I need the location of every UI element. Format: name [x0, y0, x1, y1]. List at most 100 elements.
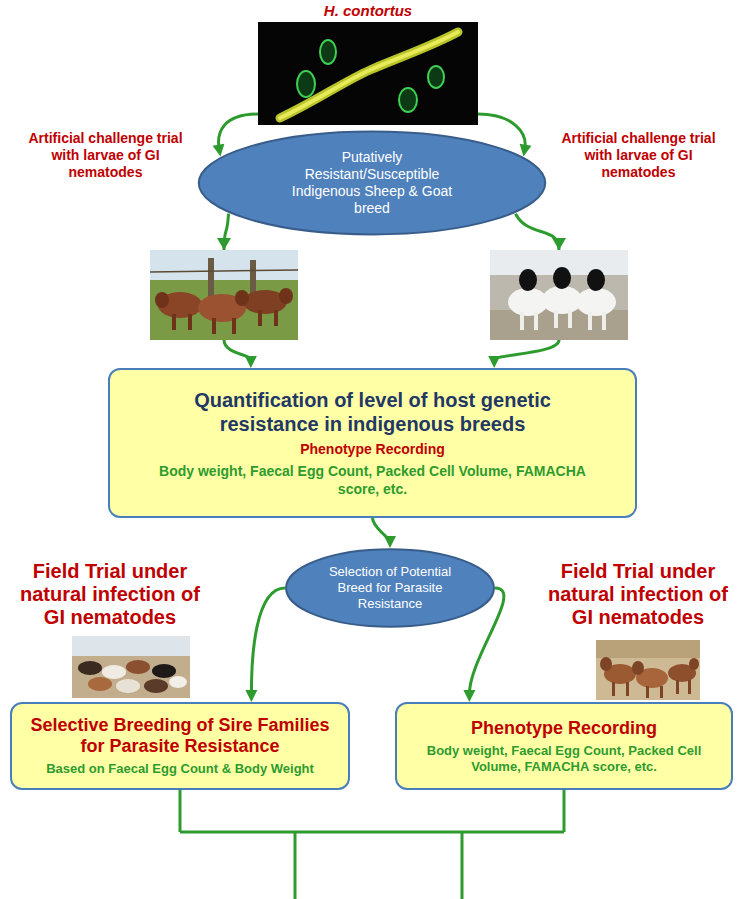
worm-photo — [320, 40, 336, 64]
arrow-head — [217, 238, 231, 250]
node-text: H. contortus — [258, 2, 478, 20]
arrow-head — [384, 536, 396, 548]
annotation-label: Field Trial under natural infection of G… — [8, 560, 212, 629]
merge-line — [294, 832, 297, 899]
cattle-photo — [150, 250, 298, 280]
sheep-photo — [554, 310, 558, 328]
arrow-head — [552, 238, 566, 250]
node-text: Based on Faecal Egg Count & Body Weight — [46, 761, 314, 777]
worm-photo — [258, 22, 478, 125]
goat-photo — [660, 686, 663, 698]
worm-photo — [297, 71, 315, 97]
ellipse-outline — [286, 549, 494, 627]
herd-photo — [152, 664, 176, 678]
arrow-head — [245, 690, 257, 702]
cattle-photo — [172, 314, 176, 330]
goat-photo — [632, 661, 644, 675]
sheep-photo — [542, 286, 582, 314]
sheep-photo — [588, 312, 592, 330]
sheep-photo — [490, 310, 628, 340]
sheep-photo — [519, 269, 537, 291]
goat-photo — [676, 680, 679, 694]
merge-line — [461, 832, 464, 899]
sheep-photo — [587, 269, 605, 291]
cattle-photo — [279, 288, 293, 304]
merge-line — [563, 790, 566, 832]
annotation-label: Artificial challenge trial with larvae o… — [18, 130, 193, 181]
flow-line — [251, 588, 285, 694]
sheep-photo — [534, 312, 538, 330]
flow-arrow — [373, 518, 397, 548]
sheep-photo — [576, 288, 616, 316]
node-text: Selective Breeding of Sire Families for … — [24, 715, 336, 757]
node-text: Quantification of level of host genetic … — [143, 388, 603, 436]
merge-line — [180, 831, 564, 834]
goat-photo — [612, 682, 615, 696]
cattle-photo — [208, 258, 214, 298]
node-text: Phenotype Recording — [300, 440, 445, 458]
sheep-photo — [602, 312, 606, 330]
annotation-label: Artificial challenge trial with larvae o… — [551, 130, 726, 181]
node-text: Phenotype Recording — [471, 718, 657, 739]
worm-photo — [428, 66, 444, 88]
arrow-head — [245, 356, 257, 368]
node-text: Selection of Potential Breed for Parasit… — [320, 564, 460, 612]
herd-photo — [116, 679, 140, 693]
goat-photo — [596, 640, 700, 658]
herd-photo — [72, 636, 190, 698]
herd-photo — [144, 679, 168, 693]
worm-photo — [280, 32, 458, 118]
goat-photo — [600, 657, 612, 671]
node-text: Body weight, Faecal Egg Count, Packed Ce… — [158, 462, 588, 498]
process-box: Quantification of level of host genetic … — [108, 368, 637, 518]
cattle-photo — [274, 310, 278, 326]
arrow-head — [488, 356, 500, 368]
merge-line — [179, 790, 182, 832]
herd-photo — [78, 661, 102, 675]
worm-photo — [258, 22, 478, 125]
herd-photo — [88, 677, 112, 691]
cattle-photo — [150, 250, 298, 340]
process-box: Phenotype RecordingBody weight, Faecal E… — [395, 702, 733, 790]
cattle-photo — [258, 310, 262, 326]
sheep-photo — [520, 312, 524, 330]
goat-photo — [688, 680, 691, 694]
sheep-photo — [490, 250, 628, 340]
annotation-label: Field Trial under natural infection of G… — [536, 560, 740, 629]
herd-photo — [72, 636, 190, 656]
sheep-photo — [490, 250, 628, 340]
cattle-photo — [188, 314, 192, 330]
herd-photo — [72, 636, 190, 698]
cattle-photo — [150, 270, 298, 272]
goat-photo — [646, 686, 649, 698]
process-box: Selective Breeding of Sire Families for … — [10, 702, 350, 790]
cattle-photo — [250, 260, 256, 296]
node-text: Body weight, Faecal Egg Count, Packed Ce… — [414, 743, 714, 775]
cattle-photo — [235, 290, 249, 306]
arrow-head — [463, 690, 475, 702]
text-group: Putatively Resistant/Susceptible Indigen… — [277, 149, 467, 217]
goat-photo — [596, 640, 700, 700]
text-group: Selection of Potential Breed for Parasit… — [320, 564, 460, 612]
sheep-photo — [508, 288, 548, 316]
cattle-photo — [155, 292, 169, 308]
sheep-photo — [553, 267, 571, 289]
worm-photo — [280, 32, 458, 118]
cattle-photo — [232, 318, 236, 334]
goat-photo — [689, 658, 699, 670]
photo-node: H. contortus — [258, 2, 478, 128]
goat-photo — [596, 640, 700, 700]
herd-photo — [126, 660, 150, 674]
cattle-photo — [150, 250, 298, 340]
flow-line — [219, 114, 258, 149]
herd-photo — [169, 676, 187, 688]
cattle-photo — [212, 318, 216, 334]
ellipse-outline — [199, 132, 546, 235]
flow-arrow — [245, 588, 285, 702]
goat-photo — [626, 682, 629, 696]
herd-photo — [102, 665, 126, 679]
sheep-photo — [568, 310, 572, 328]
worm-photo — [399, 88, 417, 112]
arrow-head — [520, 144, 532, 157]
breed-ellipse: Putatively Resistant/Susceptible Indigen… — [197, 130, 547, 236]
